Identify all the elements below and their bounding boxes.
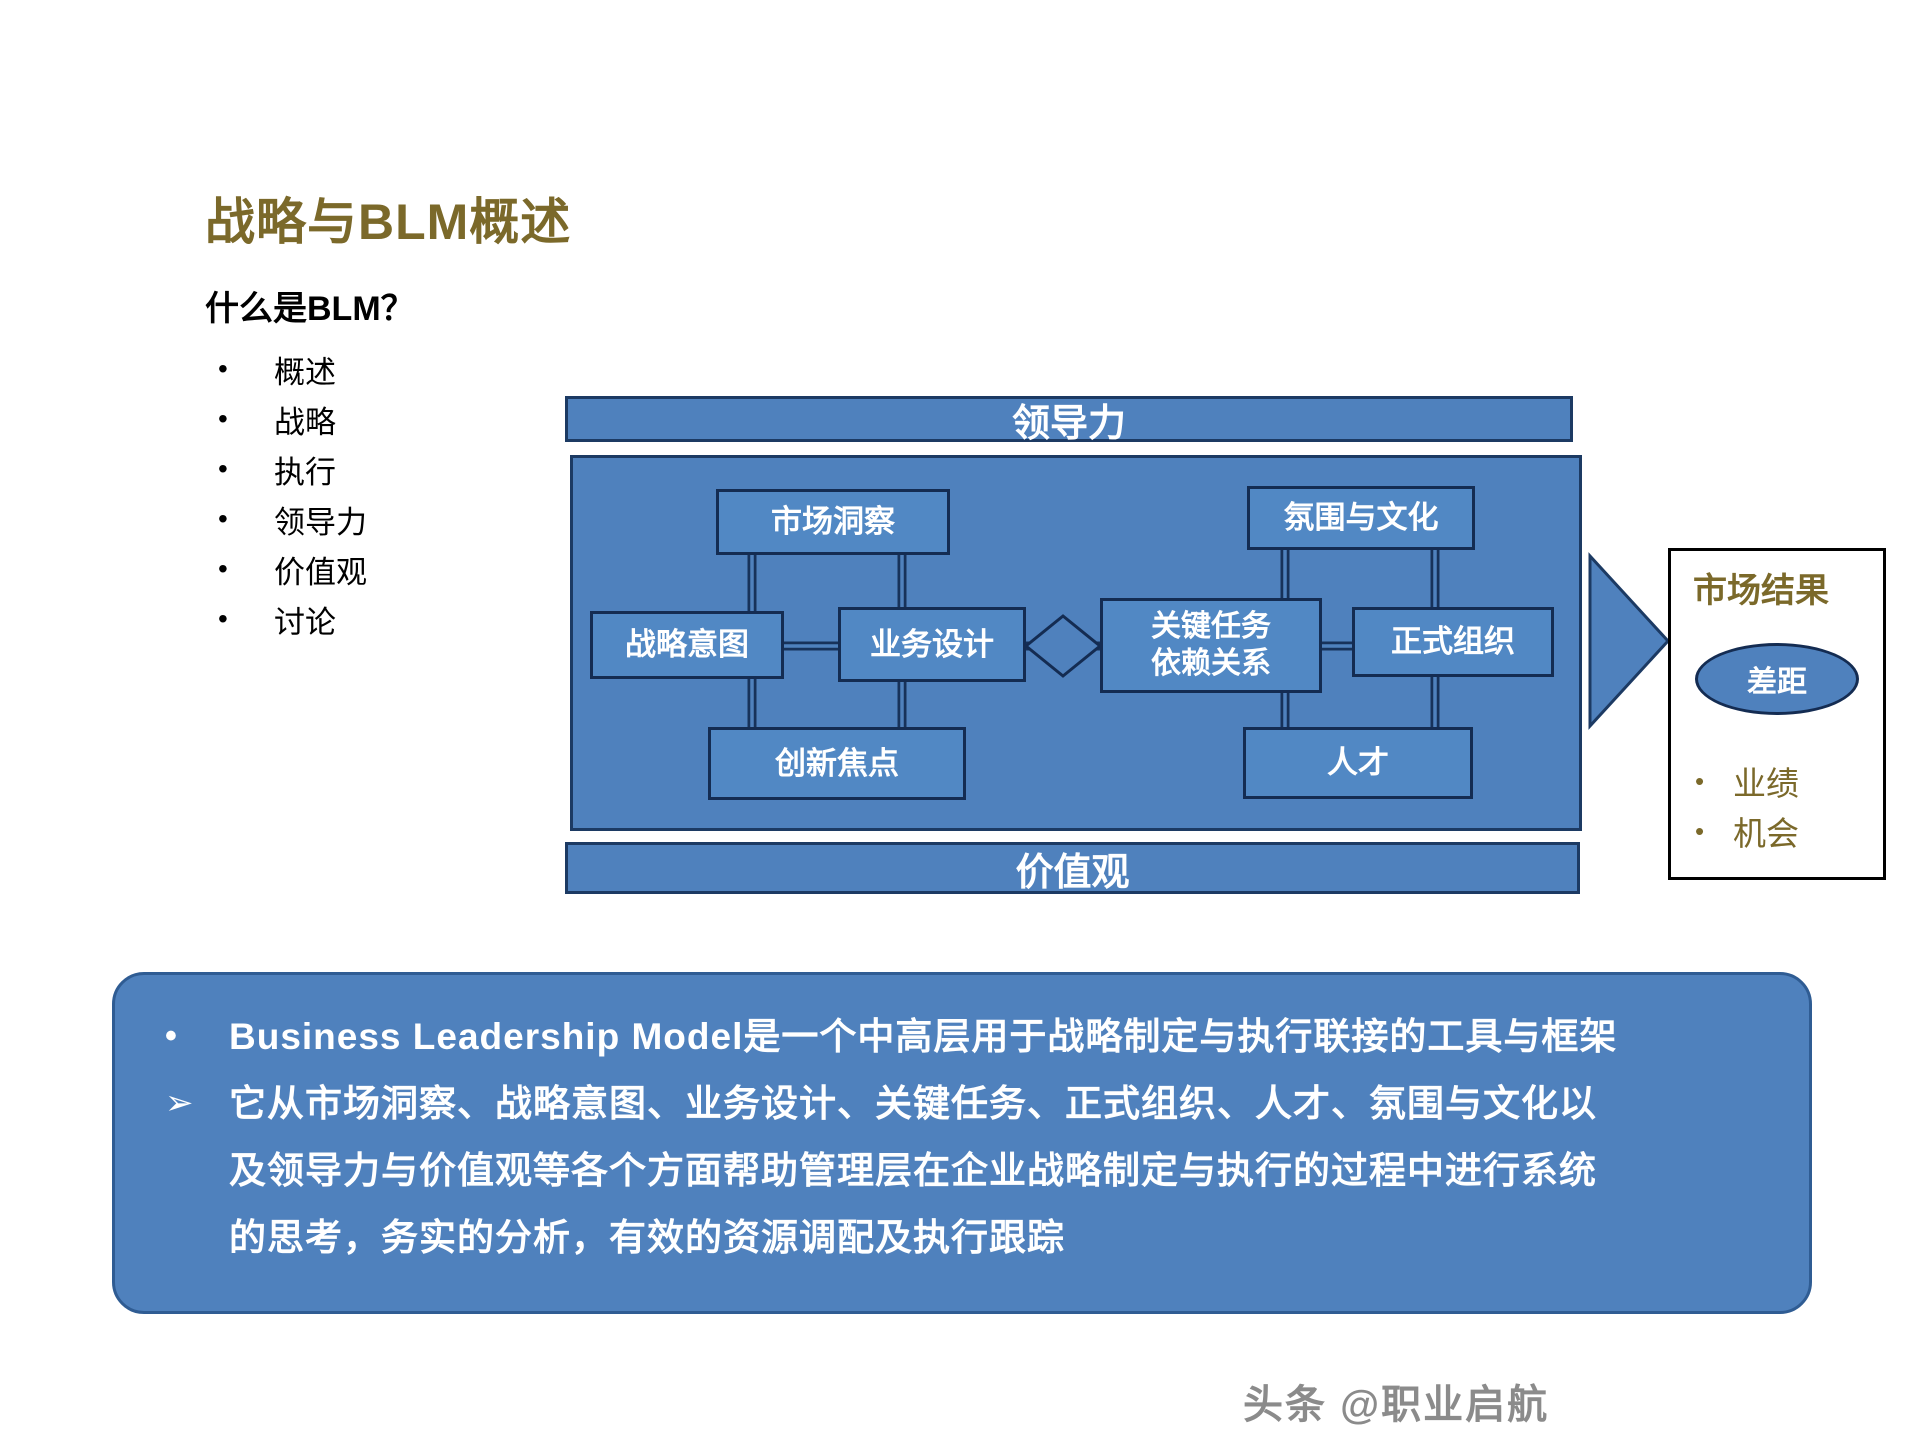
node-label: 依赖关系 bbox=[1151, 646, 1271, 680]
results-bullet-list: • 业绩 • 机会 bbox=[1695, 756, 1799, 856]
node-label: 正式组织 bbox=[1391, 624, 1515, 660]
results-label: 机会 bbox=[1733, 815, 1799, 852]
node-key-tasks: 关键任务 依赖关系 bbox=[1100, 598, 1322, 693]
arrow-bullet-icon: ➢ bbox=[165, 1084, 195, 1122]
leadership-bar-label: 领导力 bbox=[1011, 402, 1126, 445]
bullet-icon: • bbox=[1695, 815, 1705, 846]
page-title: 战略与BLM概述 bbox=[205, 194, 572, 250]
market-results-panel: 市场结果 差距 • 业绩 • 机会 bbox=[1668, 548, 1886, 880]
node-market-insight: 市场洞察 bbox=[716, 489, 950, 555]
agenda-label: 讨论 bbox=[274, 604, 336, 640]
market-results-title: 市场结果 bbox=[1693, 572, 1829, 610]
node-strategic-intent: 战略意图 bbox=[590, 611, 784, 679]
arrow-right-icon bbox=[1588, 552, 1671, 730]
node-business-design: 业务设计 bbox=[838, 607, 1026, 682]
agenda-list: • 概述 • 战略 • 执行 • 领导力 • 价值观 • 讨论 bbox=[218, 344, 367, 644]
values-bar: 价值观 bbox=[565, 842, 1580, 894]
agenda-item-leadership: • 领导力 bbox=[218, 494, 367, 544]
agenda-item-values: • 价值观 bbox=[218, 544, 367, 594]
bullet-icon: • bbox=[1695, 765, 1705, 796]
results-label: 业绩 bbox=[1733, 765, 1799, 802]
node-label: 氛围与文化 bbox=[1283, 500, 1439, 536]
node-label: 关键任务 bbox=[1151, 609, 1271, 643]
node-label: 战略意图 bbox=[625, 627, 749, 663]
bullet-icon: • bbox=[218, 453, 228, 484]
agenda-label: 执行 bbox=[274, 454, 336, 490]
agenda-label: 概述 bbox=[274, 354, 336, 390]
summary-text: 它从市场洞察、战略意图、业务设计、关键任务、正式组织、人才、氛围与文化以 及领导… bbox=[229, 1070, 1769, 1271]
agenda-item-overview: • 概述 bbox=[218, 344, 367, 394]
results-item-performance: • 业绩 bbox=[1695, 756, 1799, 806]
summary-bullet-2: ➢ 它从市场洞察、战略意图、业务设计、关键任务、正式组织、人才、氛围与文化以 及… bbox=[163, 1070, 1769, 1271]
agenda-label: 价值观 bbox=[274, 554, 367, 590]
summary-callout: • Business Leadership Model是一个中高层用于战略制定与… bbox=[112, 972, 1812, 1314]
agenda-label: 领导力 bbox=[274, 504, 367, 540]
agenda-label: 战略 bbox=[274, 404, 336, 440]
bullet-icon: • bbox=[218, 353, 228, 384]
node-label: 市场洞察 bbox=[771, 504, 895, 540]
bullet-icon: • bbox=[218, 553, 228, 584]
node-label: 创新焦点 bbox=[775, 745, 899, 781]
subtitle-what-is-blm: 什么是BLM？ bbox=[205, 290, 415, 328]
values-bar-label: 价值观 bbox=[1015, 851, 1130, 894]
summary-text-line: 的思考，务实的分析，有效的资源调配及执行跟踪 bbox=[229, 1217, 1065, 1258]
watermark: 头条 @职业启航 bbox=[1243, 1383, 1550, 1427]
bullet-icon: • bbox=[218, 403, 228, 434]
node-talent: 人才 bbox=[1243, 727, 1473, 799]
leadership-bar: 领导力 bbox=[565, 396, 1573, 445]
summary-text: Business Leadership Model是一个中高层用于战略制定与执行… bbox=[229, 1016, 1618, 1057]
agenda-item-strategy: • 战略 bbox=[218, 394, 367, 444]
node-climate-culture: 氛围与文化 bbox=[1247, 486, 1475, 550]
summary-text-line: 它从市场洞察、战略意图、业务设计、关键任务、正式组织、人才、氛围与文化以 bbox=[229, 1083, 1597, 1124]
agenda-item-discussion: • 讨论 bbox=[218, 594, 367, 644]
bullet-icon: • bbox=[165, 1017, 178, 1055]
gap-ellipse: 差距 bbox=[1695, 643, 1859, 715]
node-innovation-focus: 创新焦点 bbox=[708, 727, 966, 800]
node-formal-org: 正式组织 bbox=[1352, 607, 1554, 677]
results-item-opportunity: • 机会 bbox=[1695, 806, 1799, 856]
gap-label: 差距 bbox=[1747, 666, 1807, 699]
bullet-icon: • bbox=[218, 603, 228, 634]
bullet-icon: • bbox=[218, 503, 228, 534]
summary-bullet-1: • Business Leadership Model是一个中高层用于战略制定与… bbox=[163, 1003, 1769, 1070]
node-label: 业务设计 bbox=[870, 626, 994, 662]
agenda-item-execution: • 执行 bbox=[218, 444, 367, 494]
node-label: 人才 bbox=[1327, 745, 1389, 781]
summary-text-line: 及领导力与价值观等各个方面帮助管理层在企业战略制定与执行的过程中进行系统 bbox=[229, 1150, 1597, 1191]
